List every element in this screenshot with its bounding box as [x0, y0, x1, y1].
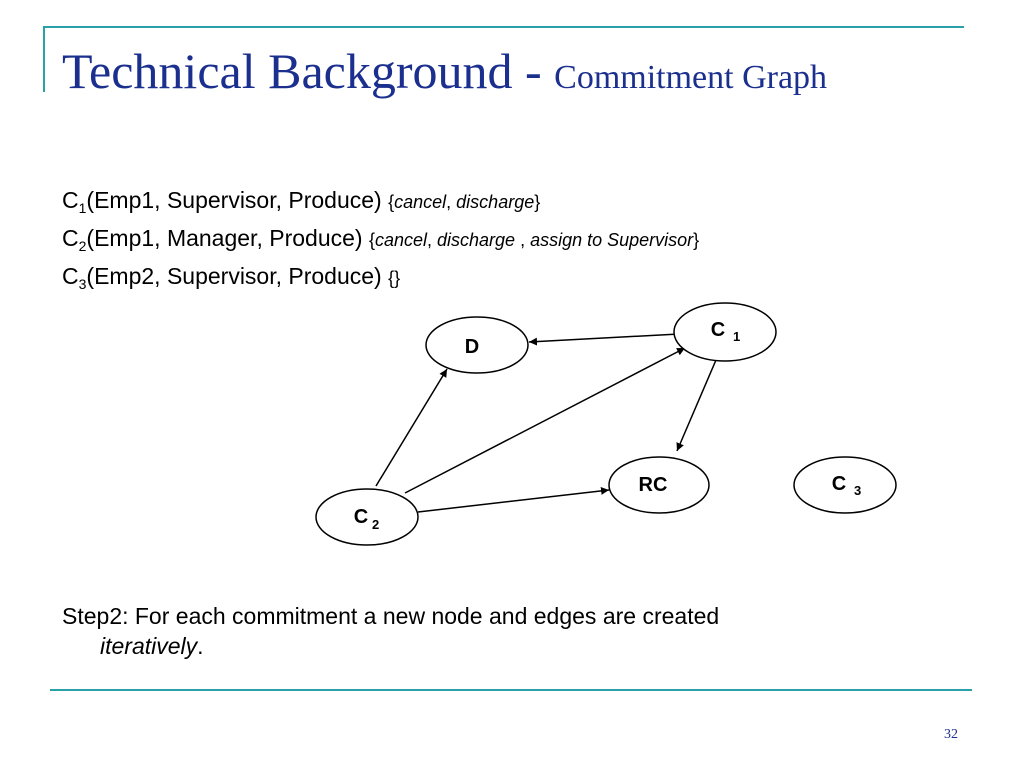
brace-close: } — [693, 230, 700, 250]
brace-close: } — [394, 268, 401, 288]
node-c3-sub: 3 — [854, 483, 861, 498]
node-c1-label: C — [711, 319, 725, 341]
frame-rule-top — [43, 26, 964, 28]
frame-rule-bottom — [50, 689, 972, 691]
commitment-line-1: C1(Emp1, Supervisor, Produce) {cancel, d… — [62, 187, 541, 216]
commitment-index: 3 — [78, 276, 87, 292]
action-discharge: discharge — [456, 192, 535, 212]
node-rc-label: RC — [639, 474, 668, 496]
action-separator: , — [515, 230, 531, 250]
node-rc: RC — [608, 456, 710, 514]
brace-close: } — [534, 192, 541, 212]
edge-c2-to-d — [375, 368, 448, 487]
slide-title: Technical Background - Commitment Graph — [62, 42, 827, 100]
node-c2-sub: 2 — [372, 517, 379, 532]
action-separator: , — [446, 192, 457, 212]
node-c3: C 3 — [793, 456, 897, 514]
action-cancel: cancel — [394, 192, 447, 212]
step-text-italic: iteratively — [100, 633, 198, 659]
edge-c1-to-rc — [676, 359, 717, 452]
edge-c1-to-d — [528, 333, 680, 346]
frame-rule-left — [43, 26, 45, 92]
commitment-body: (Emp1, Supervisor, Produce) — [86, 187, 389, 213]
commitment-body: (Emp2, Supervisor, Produce) — [86, 263, 389, 289]
brace-open: { — [368, 230, 375, 250]
commitment-symbol: C — [62, 225, 79, 251]
node-c1-sub: 1 — [733, 329, 740, 344]
action-discharge: discharge — [437, 230, 516, 250]
commitment-body: (Emp1, Manager, Produce) — [86, 225, 369, 251]
step-text-line-1: Step2: For each commitment a new node an… — [62, 603, 720, 629]
node-c2-label: C — [354, 506, 368, 528]
commitment-index: 1 — [78, 200, 87, 216]
action-cancel: cancel — [374, 230, 427, 250]
commitment-line-2: C2(Emp1, Manager, Produce) {cancel, disc… — [62, 225, 700, 254]
node-d: D — [425, 316, 529, 374]
commitment-symbol: C — [62, 187, 79, 213]
node-c1: C 1 — [673, 302, 777, 362]
node-c3-label: C — [832, 473, 846, 495]
commitment-symbol: C — [62, 263, 79, 289]
commitment-line-3: C3(Emp2, Supervisor, Produce) {} — [62, 263, 401, 292]
node-d-label: D — [465, 336, 479, 358]
commitment-index: 2 — [78, 238, 87, 254]
action-assign-to-supervisor: assign to Supervisor — [530, 230, 694, 250]
edge-c2-to-rc — [417, 486, 610, 513]
brace-open: { — [388, 268, 395, 288]
action-separator: , — [427, 230, 438, 250]
title-main: Technical Background - — [62, 43, 555, 99]
node-c2: C 2 — [315, 488, 419, 546]
brace-open: { — [388, 192, 395, 212]
step-text: Step2: For each commitment a new node an… — [62, 601, 942, 661]
edge-c2-to-c1 — [404, 347, 686, 494]
step-text-suffix: . — [197, 633, 204, 659]
page-number: 32 — [944, 727, 958, 742]
title-subtitle: Commitment Graph — [554, 59, 828, 96]
